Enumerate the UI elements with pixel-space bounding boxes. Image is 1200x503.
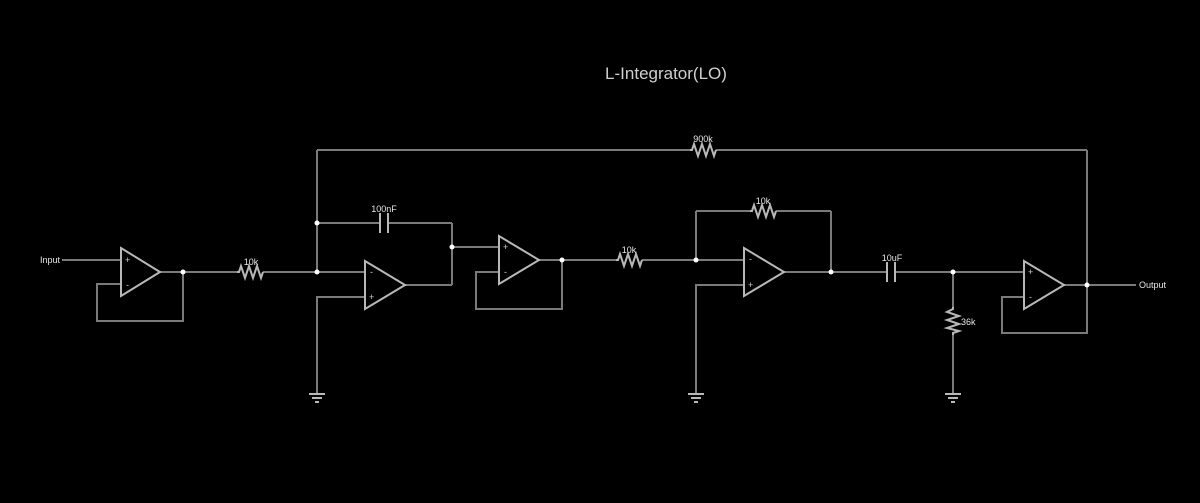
svg-text:+: + [125,255,130,265]
resistor-36k-label: 36k [961,317,976,327]
wires [62,149,1136,393]
output-label: Output [1139,280,1167,290]
resistor-10k-series [616,250,643,270]
resistor-36k [943,307,963,335]
resistor-10k-series-label: 10k [622,245,637,255]
svg-text:-: - [749,254,752,264]
svg-text:-: - [1029,292,1032,302]
resistor-900k-label: 900k [693,134,713,144]
capacitor-10uf [886,262,896,282]
resistor-900k [690,140,717,160]
opamp-inverting-amp: - + [743,246,786,298]
capacitor-100nf-label: 100nF [371,204,397,214]
capacitor-10uf-label: 10uF [882,253,903,263]
svg-text:-: - [126,280,129,290]
resistor-10k-input [237,262,264,282]
svg-text:-: - [370,267,373,277]
resistor-10k-feedback-label: 10k [756,196,771,206]
input-label: Input [40,255,61,265]
opamp-integrator: - + [364,259,407,311]
svg-text:+: + [369,292,374,302]
svg-text:+: + [503,242,508,252]
capacitor-100nf [379,213,389,233]
ground-symbol-3 [945,393,961,403]
svg-text:+: + [748,280,753,290]
resistor-10k-feedback [750,201,777,221]
diagram-title: L-Integrator(LO) [605,64,727,83]
opamp-buffer-input: + - [120,246,162,298]
ground-symbol-1 [309,393,325,403]
svg-text:-: - [504,267,507,277]
junction-dots [180,220,1090,288]
opamp-buffer-output: + - [1023,259,1066,311]
svg-text:+: + [1028,267,1033,277]
ground-symbol-2 [688,393,704,403]
opamp-buffer-middle: + - [498,234,541,286]
resistor-10k-input-label: 10k [244,257,259,267]
